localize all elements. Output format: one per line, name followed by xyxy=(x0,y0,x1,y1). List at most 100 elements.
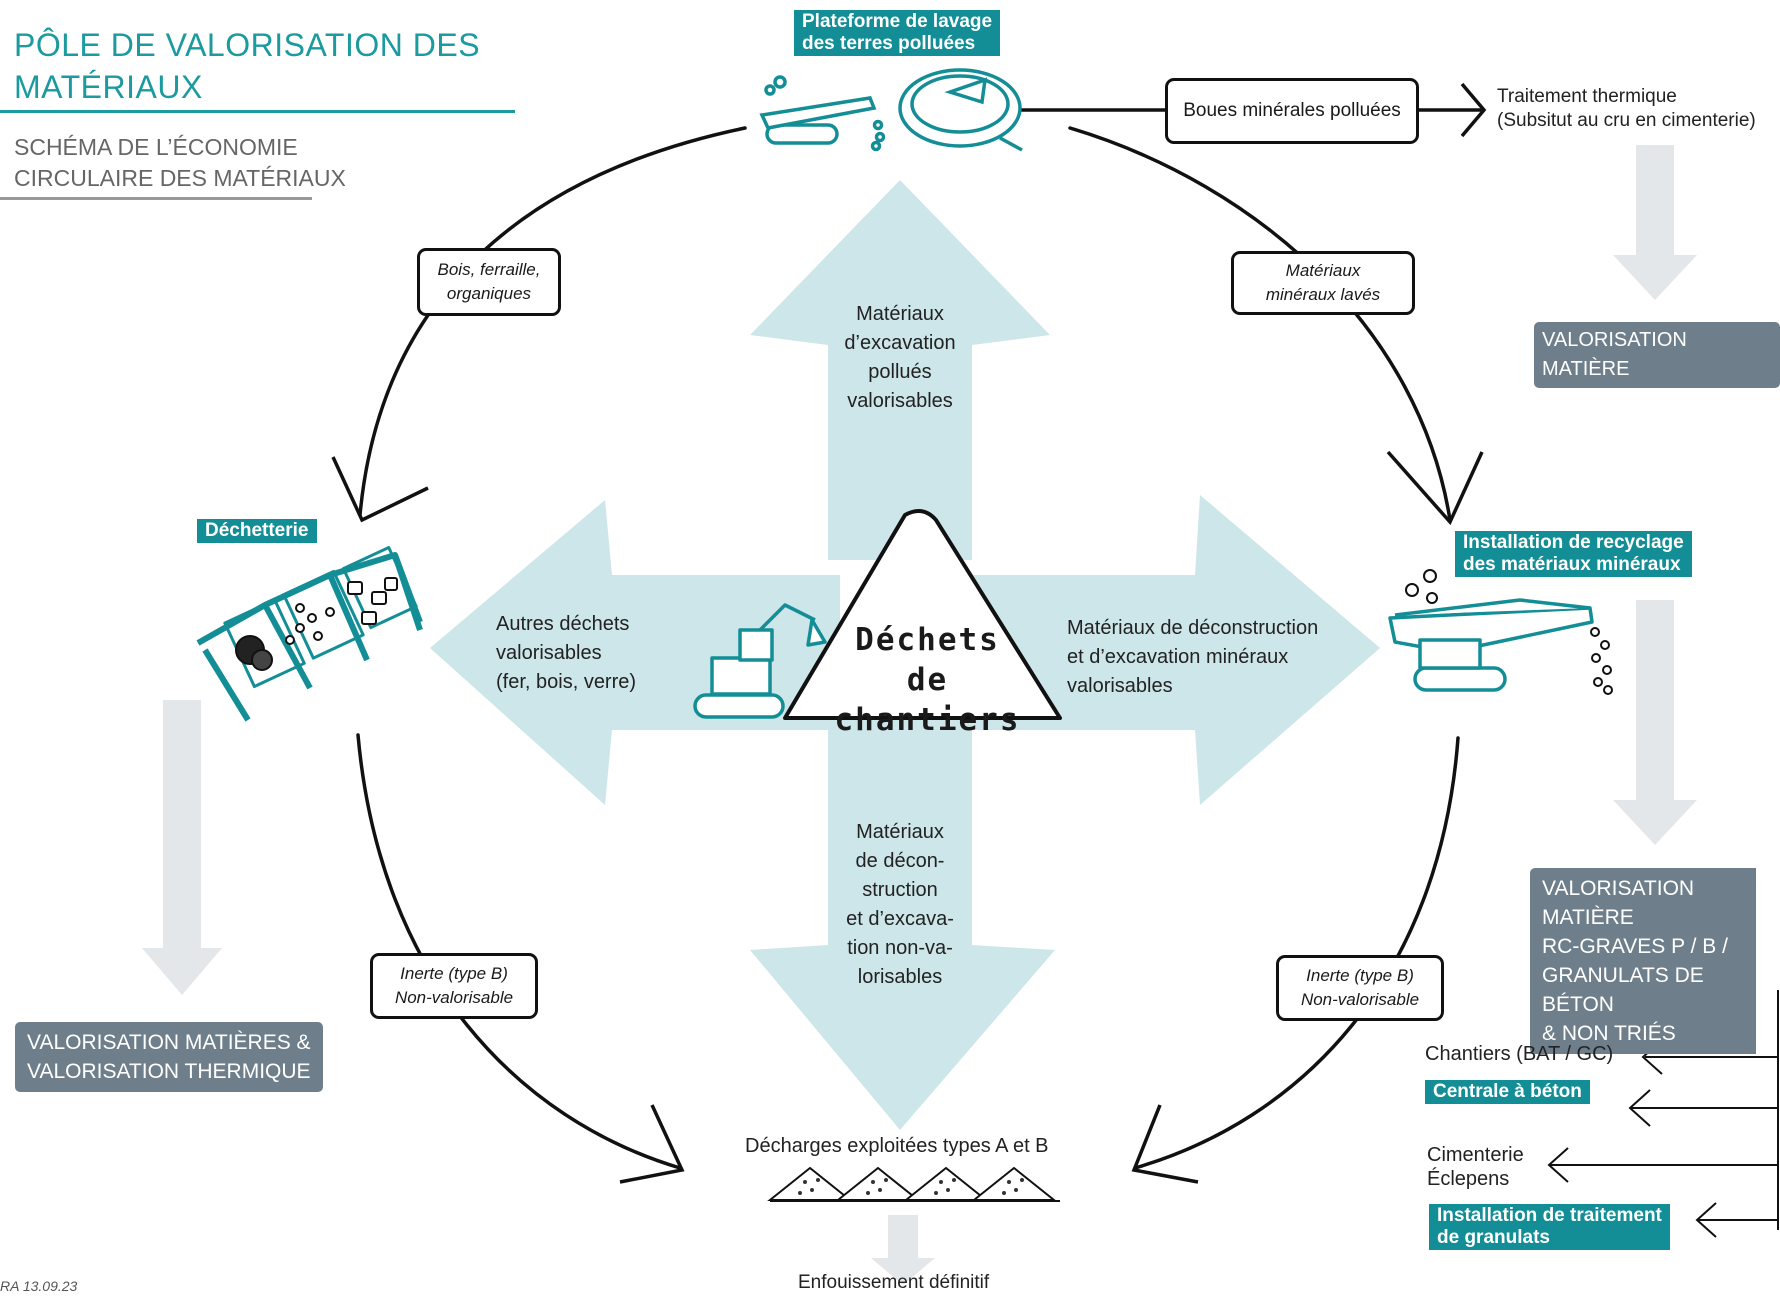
flow-box-mineraux-laves: Matériaux minéraux lavés xyxy=(1231,251,1415,315)
page-title-line: MATÉRIAUX xyxy=(14,69,203,105)
arrow-up-label: Matériaux d’excavation pollués valorisab… xyxy=(800,300,1000,416)
arrow-text-line: valorisables xyxy=(1067,675,1173,697)
output-text-line: & NON TRIÉS xyxy=(1542,1022,1676,1045)
output-valorisation-matiere: VALORISATION MATIÈRE xyxy=(1534,322,1780,388)
arrow-left-autres xyxy=(430,500,840,805)
output-text-line: (Subsitut au cru en cimenterie) xyxy=(1497,110,1756,131)
page-title: PÔLE DE VALORISATION DES MATÉRIAUX xyxy=(14,24,480,108)
landfill-pile xyxy=(971,1166,1057,1201)
arrow-text-line: valorisables xyxy=(847,390,953,412)
arrow-text-line: d’excavation xyxy=(844,332,956,354)
output-text-line: VALORISATION THERMIQUE xyxy=(27,1060,311,1083)
arrow-right-label: Matériaux de déconstruction et d’excavat… xyxy=(1067,614,1318,701)
flow-box-bois: Bois, ferraille, organiques xyxy=(417,248,561,316)
waste-mountain xyxy=(783,509,1062,720)
destination-chantiers: Chantiers (BAT / GC) xyxy=(1425,1043,1614,1065)
arrow-text-line: Autres déchets xyxy=(496,613,630,635)
station-label-line: Installation de recyclage xyxy=(1463,532,1684,553)
arrow-down-label: Matériaux de décon- struction et d’excav… xyxy=(800,818,1000,992)
arrow-text-line: tion non-va- xyxy=(847,937,953,959)
central-cross-arrows xyxy=(430,180,1380,1130)
page-subtitle: SCHÉMA DE L’ÉCONOMIE CIRCULAIRE DES MATÉ… xyxy=(14,132,346,194)
arrow-up-polluted xyxy=(750,180,1050,560)
arrow-text-line: Matériaux de déconstruction xyxy=(1067,617,1319,639)
landfill-pile xyxy=(835,1166,921,1201)
recycling-center-contents xyxy=(235,577,398,671)
flow-box-inerte-left: Inerte (type B) Non-valorisable xyxy=(370,953,538,1019)
washing-platform-icon xyxy=(759,68,1023,152)
grey-arrow-recyclage xyxy=(1613,600,1697,845)
flow-box-inerte-right: Inerte (type B)Non-valorisable xyxy=(1276,955,1444,1021)
arrow-right-mineraux xyxy=(960,495,1380,805)
flow-box-boues: Boues minérales polluées xyxy=(1165,78,1419,144)
head-thermique xyxy=(1460,82,1487,138)
arrow-text-line: de décon- xyxy=(855,850,945,872)
arrow-text-line: pollués xyxy=(868,361,932,383)
arrowheads xyxy=(331,82,1487,1184)
subtitle-rule xyxy=(0,197,312,200)
station-recyclage-label: Installation de recyclage des matériaux … xyxy=(1455,531,1692,577)
arc-top-left xyxy=(358,126,747,517)
arrow-down-non-valorisable xyxy=(750,700,1055,1130)
head-left xyxy=(331,456,429,523)
output-text-line: Traitement thermique xyxy=(1497,86,1677,107)
arc-bottom-right xyxy=(1133,736,1460,1170)
output-valorisation-left: VALORISATION MATIÈRES & VALORISATION THE… xyxy=(15,1022,323,1092)
grey-arrow-thermique xyxy=(1613,145,1697,300)
page-subtitle-line: CIRCULAIRE DES MATÉRIAUX xyxy=(14,165,346,191)
date-stamp: RA 13.09.23 xyxy=(0,1278,78,1294)
destination-text-line: Éclepens xyxy=(1427,1168,1510,1190)
excavator-icon xyxy=(693,603,827,719)
landfill-label: Décharges exploitées types A et B xyxy=(745,1135,1049,1157)
head-right xyxy=(1386,450,1484,526)
arrow-text-line: struction xyxy=(862,879,938,901)
center-label-line: Déchets xyxy=(855,622,1000,658)
destination-text-line: de granulats xyxy=(1437,1227,1550,1248)
burial-label: Enfouissement définitif xyxy=(798,1272,990,1293)
destination-text-line: Installation de traitement xyxy=(1437,1205,1662,1226)
title-rule xyxy=(0,110,515,113)
flow-text-line: Bois, ferraille, xyxy=(437,260,541,279)
crusher-stones xyxy=(1405,569,1613,695)
station-label-line: Plateforme de lavage xyxy=(802,11,993,32)
grey-arrow-enfouissement xyxy=(871,1215,935,1285)
output-text-line: GRANULATS DE BÉTON xyxy=(1542,964,1704,1016)
destination-traitement: Installation de traitement de granulats xyxy=(1429,1204,1670,1250)
flow-text-line: organiques xyxy=(446,284,532,303)
output-text-line: VALORISATION MATIÈRES & xyxy=(27,1031,311,1054)
arrow-text-line: (fer, bois, verre) xyxy=(496,671,637,693)
flow-text-line: Inerte (type B) xyxy=(1306,966,1414,985)
destination-cimenterie: Cimenterie Éclepens xyxy=(1427,1143,1524,1191)
recycling-center-icon xyxy=(196,546,423,722)
grey-arrow-dechetterie xyxy=(142,700,222,995)
destination-centrale: Centrale à béton xyxy=(1425,1080,1590,1104)
output-valorisation-right: VALORISATION MATIÈRE RC-GRAVES P / B / G… xyxy=(1530,868,1756,1054)
crusher-icon xyxy=(1388,598,1594,692)
output-thermique: Traitement thermique (Subsitut au cru en… xyxy=(1497,85,1756,133)
head-bottom-right xyxy=(1131,1104,1199,1184)
page-title-line: PÔLE DE VALORISATION DES xyxy=(14,27,481,63)
page-subtitle-line: SCHÉMA DE L’ÉCONOMIE xyxy=(14,134,298,160)
station-label-line: des matériaux minéraux xyxy=(1463,554,1681,575)
center-label-line: de chantiers xyxy=(834,662,1021,738)
landfill-pile xyxy=(767,1166,853,1201)
head-bottom-left xyxy=(619,1104,685,1184)
flow-text-line: Non-valorisable xyxy=(394,988,514,1007)
flow-text-line: Matériaux xyxy=(1285,261,1361,280)
arrow-text-line: et d’excava- xyxy=(846,908,954,930)
landfill-piles xyxy=(767,1166,1060,1202)
station-plateforme-label: Plateforme de lavage des terres polluées xyxy=(794,10,1001,56)
arc-top-right xyxy=(1068,126,1452,522)
landfill-texture xyxy=(798,1178,1024,1195)
center-label: Déchets de chantiers xyxy=(815,620,1040,740)
flow-text-line: Inerte (type B) xyxy=(400,964,508,983)
flow-text-line: minéraux lavés xyxy=(1265,285,1381,304)
output-text-line: RC-GRAVES P / B / xyxy=(1542,935,1728,958)
arrow-text-line: Matériaux xyxy=(856,821,944,843)
arrow-left-label: Autres déchets valorisables (fer, bois, … xyxy=(496,610,636,697)
arrow-text-line: Matériaux xyxy=(856,303,944,325)
station-label-line: des terres polluées xyxy=(802,33,976,54)
arrow-text-line: lorisables xyxy=(857,966,943,988)
output-text-line: VALORISATION MATIÈRE xyxy=(1542,877,1695,929)
destination-text-line: Cimenterie xyxy=(1427,1144,1524,1166)
